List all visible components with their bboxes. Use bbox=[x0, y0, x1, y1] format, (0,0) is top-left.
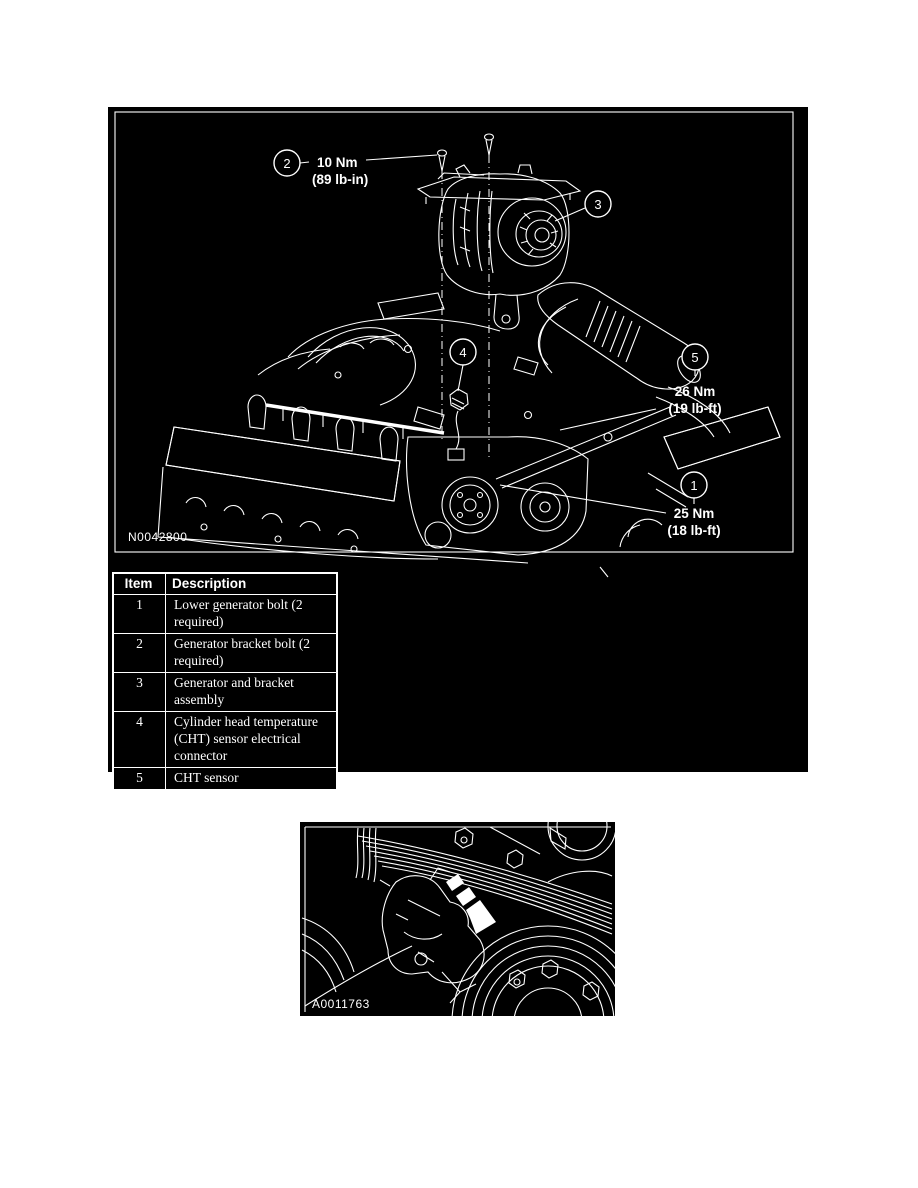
legend-row-1: 1 Lower generator bolt (2 required) bbox=[112, 594, 338, 634]
valve-cover-art bbox=[165, 426, 401, 502]
legend-row-2: 2 Generator bracket bolt (2 required) bbox=[112, 633, 338, 673]
legend-item-number: 5 bbox=[112, 767, 166, 791]
legend-item-description: Lower generator bolt (2 required) bbox=[165, 594, 338, 634]
figure-code-label: A0011763 bbox=[312, 997, 370, 1011]
figure-frame bbox=[304, 826, 611, 1012]
legend-item-number: 2 bbox=[112, 633, 166, 673]
legend-item-number: 3 bbox=[112, 672, 166, 712]
callout-2: 2 bbox=[273, 149, 438, 177]
intake-manifold-art bbox=[257, 292, 613, 442]
legend-item-description: Generator bracket bolt (2 required) bbox=[165, 633, 338, 673]
bracket-bolt-icon bbox=[436, 133, 495, 172]
callout-5-number: 5 bbox=[691, 350, 698, 365]
generator-art bbox=[438, 164, 570, 330]
figure-code-label: N0042800 bbox=[128, 530, 187, 544]
legend-item-number: 1 bbox=[112, 594, 166, 634]
legend-item-description: Cylinder head temperature (CHT) sensor e… bbox=[165, 711, 338, 768]
callout-4: 4 bbox=[449, 338, 477, 392]
legend-item-description: CHT sensor bbox=[165, 767, 338, 791]
torque-label-5-metric: 26 Nm bbox=[675, 384, 716, 399]
legend-header-row: Item Description bbox=[112, 572, 338, 595]
belt-art bbox=[357, 835, 613, 935]
torque-label-1-imperial: (18 lb-ft) bbox=[667, 523, 720, 538]
engine-generator-illustration: 2 10 Nm (89 lb-in) 3 4 5 bbox=[114, 111, 794, 578]
torque-label-1-metric: 25 Nm bbox=[674, 506, 715, 521]
tensioner-art bbox=[379, 867, 485, 1004]
legend-row-4: 4 Cylinder head temperature (CHT) sensor… bbox=[112, 711, 338, 768]
legend-row-3: 3 Generator and bracket assembly bbox=[112, 672, 338, 712]
engine-block-art bbox=[157, 466, 529, 564]
callout-1: 1 bbox=[499, 471, 708, 514]
legend-header-description: Description bbox=[165, 572, 338, 595]
right-valve-cover-art bbox=[663, 406, 781, 470]
callout-3-number: 3 bbox=[594, 197, 601, 212]
generator-installation-figure: 2 10 Nm (89 lb-in) 3 4 5 bbox=[108, 107, 808, 791]
direction-arrow-icon bbox=[446, 874, 496, 934]
callout-2-number: 2 bbox=[283, 156, 290, 171]
belt-tensioner-illustration: A0011763 bbox=[301, 822, 615, 1016]
torque-label-2-imperial: (89 lb-in) bbox=[312, 172, 368, 187]
belt-tensioner-figure: A0011763 bbox=[300, 822, 615, 1016]
figure-frame bbox=[114, 111, 794, 553]
legend-item-number: 4 bbox=[112, 711, 166, 768]
fuel-rail-art bbox=[247, 394, 445, 462]
legend-item-description: Generator and bracket assembly bbox=[165, 672, 338, 712]
pulley-belt-art bbox=[406, 406, 677, 556]
crank-pulley-art bbox=[451, 925, 615, 1016]
legend-row-5: 5 CHT sensor bbox=[112, 767, 338, 791]
callout-3: 3 bbox=[554, 190, 612, 222]
callout-4-number: 4 bbox=[459, 345, 466, 360]
torque-label-2-metric: 10 Nm bbox=[317, 155, 358, 170]
torque-label-5-imperial: (19 lb-ft) bbox=[668, 401, 721, 416]
callout-5: 5 bbox=[559, 343, 709, 431]
legend-header-item: Item bbox=[112, 572, 166, 595]
legend-table: Item Description 1 Lower generator bolt … bbox=[112, 572, 338, 791]
cht-sensor-art bbox=[447, 388, 469, 461]
callout-1-number: 1 bbox=[690, 478, 697, 493]
